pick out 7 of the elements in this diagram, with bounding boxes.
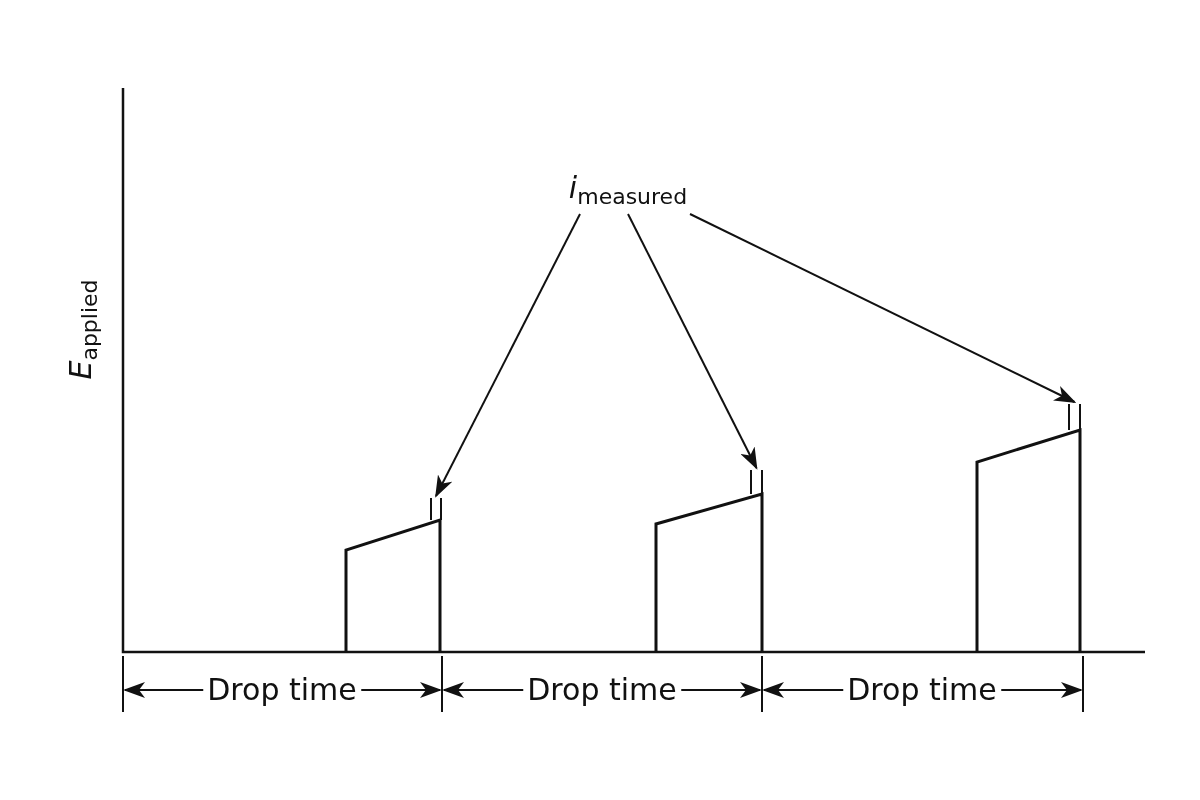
leader-arrow <box>435 213 581 498</box>
measurement-window <box>750 470 763 494</box>
leader-arrow <box>689 213 1077 403</box>
current-label: i$_{measured}$ <box>548 168 708 217</box>
leader-arrow <box>627 213 758 470</box>
measurement-window <box>430 498 442 520</box>
measurement-window <box>1068 404 1081 430</box>
